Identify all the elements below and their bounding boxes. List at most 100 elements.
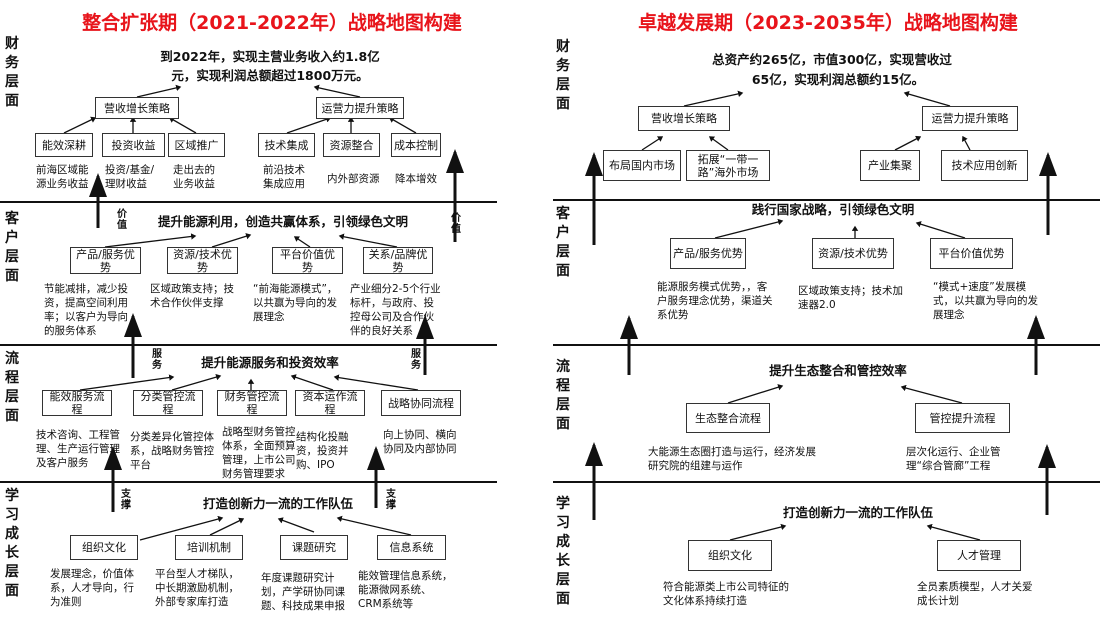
process-box: 分类管控流程	[133, 390, 203, 416]
customer-box: 资源/技术优势	[167, 247, 238, 274]
customer-box: 关系/品牌优势	[363, 247, 433, 274]
process-goal: 提升能源服务和投资效率	[201, 355, 339, 370]
process-desc: 层次化运行、企业管理“综合管廊”工程	[906, 446, 1001, 472]
arrow	[286, 116, 332, 134]
process-box: 能效服务流程	[42, 390, 112, 416]
layer-label: 财务层面	[556, 39, 570, 112]
arrow	[211, 233, 252, 248]
strategy-box: 营收增长策略	[638, 106, 730, 131]
value-label: 价值	[117, 209, 127, 231]
finance-box: 技术应用创新	[941, 150, 1028, 181]
customer-box: 资源/技术优势	[812, 238, 894, 269]
finance-box: 能效深耕	[35, 133, 93, 157]
learning-goal: 打造创新力一流的工作队伍	[202, 496, 354, 511]
arrow	[313, 84, 361, 98]
arrow	[293, 236, 311, 248]
customer-goal: 提升能源利用，创造共赢体系，引领绿色文明	[157, 214, 409, 229]
customer-desc: 区域政策支持；技术合作伙伴支撑	[150, 283, 234, 309]
arrow	[727, 384, 784, 404]
learning-goal: 打造创新力一流的工作队伍	[782, 505, 934, 520]
finance-desc: 前海区域能源业务收益	[36, 164, 89, 190]
finance-box: 技术集成	[258, 133, 315, 157]
layer-label: 财务层面	[5, 36, 19, 109]
left-title: 整合扩张期（2021-2022年）战略地图构建	[82, 12, 462, 34]
finance-goal: 元，实现利润总额超过1800万元。	[171, 68, 369, 83]
customer-box: 平台价值优势	[930, 238, 1013, 269]
finance-desc: 降本增效	[395, 173, 437, 185]
learning-desc: 能效管理信息系统，能源微网系统、CRM系统等	[358, 570, 453, 610]
arrow	[926, 523, 981, 541]
finance-box: 资源整合	[323, 133, 380, 157]
arrow	[104, 233, 197, 248]
finance-box: 投资收益	[102, 133, 165, 157]
learning-desc: 全员素质模型，人才关爱成长计划	[917, 581, 1033, 607]
process-box: 管控提升流程	[915, 403, 1010, 433]
arrow	[683, 90, 744, 107]
arrow	[336, 515, 412, 536]
process-desc: 战略型财务管控体系，全面预算管理，上市公司财务管理要求	[222, 426, 296, 480]
learning-desc: 平台型人才梯队，中长期激励机制，外部专家库打造	[155, 568, 239, 608]
learning-box: 培训机制	[175, 535, 243, 560]
finance-goal: 65亿，实现利润总额约15亿。	[751, 72, 925, 87]
learning-box: 人才管理	[937, 540, 1021, 571]
finance-goal: 到2022年，实现主营业务收入约1.8亿	[160, 49, 380, 64]
customer-desc: “前海能源模式”，以共赢为导向的发展理念	[253, 283, 338, 323]
customer-desc: “模式+速度”发展模式，以共赢为导向的发展理念	[933, 281, 1038, 321]
arrow	[729, 523, 787, 541]
customer-desc: 区域政策支持；技术加速器2.0	[798, 285, 903, 311]
finance-box: 拓展“一带一路”海外市场	[686, 150, 770, 181]
layer-label: 流程层面	[556, 359, 570, 432]
finance-box: 区域推广	[168, 133, 225, 157]
service-label: 服务	[411, 349, 421, 371]
arrow	[900, 384, 963, 404]
arrow	[333, 374, 419, 391]
arrow	[209, 517, 245, 536]
strategy-box: 运营力提升策略	[316, 97, 404, 119]
process-box: 战略协同流程	[381, 390, 461, 416]
arrow	[171, 373, 222, 391]
arrow	[714, 218, 784, 239]
finance-box: 成本控制	[391, 133, 441, 157]
arrow	[168, 117, 197, 134]
arrow	[139, 515, 224, 541]
arrow	[290, 374, 334, 391]
arrow	[136, 84, 182, 98]
customer-box: 产品/服务优势	[70, 247, 141, 274]
customer-goal: 践行国家战略，引领绿色文明	[751, 202, 915, 217]
learning-box: 组织文化	[70, 535, 138, 560]
process-box: 财务管控流程	[217, 390, 287, 416]
learning-box: 课题研究	[280, 535, 348, 560]
arrow	[915, 221, 966, 239]
process-desc: 大能源生态圈打造与运行，经济发展研究院的组建与运作	[648, 446, 816, 472]
arrow	[388, 117, 417, 134]
strategy-box: 营收增长策略	[95, 97, 179, 119]
learning-desc: 年度课题研究计划，产学研协同课题、科技成果申报	[261, 572, 345, 612]
layer-label: 学习成长层面	[5, 488, 19, 599]
process-box: 资本运作流程	[295, 390, 365, 416]
customer-box: 产品/服务优势	[670, 238, 746, 269]
arrow	[338, 233, 398, 248]
layer-label: 客户层面	[5, 211, 19, 284]
process-desc: 结构化投融资，投资并购、IPO	[296, 431, 349, 471]
finance-desc: 内外部资源	[327, 173, 380, 185]
finance-box: 产业集聚	[860, 150, 920, 181]
support-label: 支撑	[121, 489, 131, 511]
finance-desc: 走出去的业务收益	[173, 164, 215, 190]
value-label: 价值	[451, 213, 461, 235]
arrow	[277, 517, 315, 533]
learning-box: 组织文化	[688, 540, 772, 571]
layer-label: 流程层面	[5, 351, 19, 424]
customer-box: 平台价值优势	[272, 247, 343, 274]
arrow	[961, 135, 971, 151]
learning-box: 信息系统	[377, 535, 446, 560]
arrow	[641, 136, 664, 151]
process-desc: 技术咨询、工程管理、生产运行管理及客户服务	[36, 429, 120, 469]
arrow	[894, 135, 922, 151]
learning-desc: 发展理念，价值体系，人才导向，行为准则	[50, 568, 134, 608]
service-label: 服务	[152, 349, 162, 371]
customer-desc: 能源服务模式优势，，客户服务理念优势，渠道关系优势	[657, 281, 773, 321]
finance-desc: 前沿技术集成应用	[263, 164, 305, 190]
finance-desc: 投资/基金/理财收益	[105, 164, 155, 190]
process-desc: 分类差异化管控体系，战略财务管控平台	[130, 431, 214, 471]
